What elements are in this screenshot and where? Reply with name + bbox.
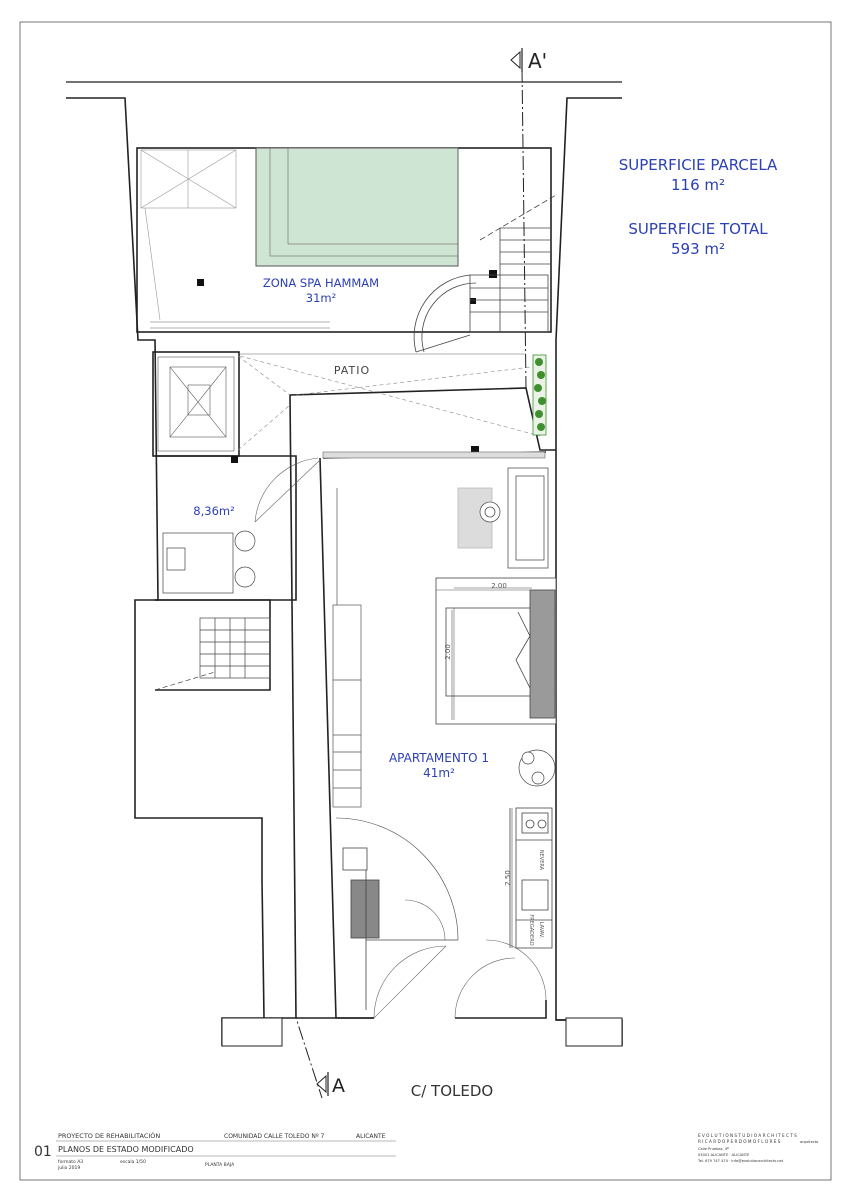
- title-block: 01 PROYECTO DE REHABILITACIÓN COMUNIDAD …: [34, 1131, 396, 1171]
- drawing-title: PLANOS DE ESTADO MODIFICADO: [58, 1145, 194, 1154]
- studio-name: E V O L U T I O N S T U D I O A R C H I …: [698, 1133, 797, 1138]
- dim-bed-length: 2.00: [444, 644, 452, 660]
- city-name: ALICANTE: [356, 1133, 386, 1140]
- pool: [255, 147, 459, 267]
- sheet-number: 01: [34, 1144, 52, 1160]
- kitchen-fridge-label: NEVERA: [538, 850, 544, 871]
- architect-role: arquitecto: [800, 1140, 818, 1144]
- project-name: PROYECTO DE REHABILITACIÓN: [58, 1131, 160, 1140]
- drawing-date: julio 2019: [57, 1165, 80, 1171]
- room-spa-name: ZONA SPA HAMMAM: [263, 276, 379, 290]
- room-apt-name: APARTAMENTO 1: [389, 751, 489, 765]
- kitchen-dishwasher-label: LAVAV.: [538, 922, 544, 939]
- patio-label: PATIO: [334, 364, 370, 377]
- sheet-frame: [19, 21, 832, 1181]
- kitchen-sink-label: FREGADERO: [528, 914, 534, 945]
- room-spa-area: 31m²: [306, 291, 336, 305]
- bathroom: [335, 817, 459, 1010]
- area-total-value: 593 m²: [671, 240, 725, 258]
- studio-city: 03001 ALICANTE · ALICANTE: [698, 1153, 750, 1157]
- studio-contact: Tel. 679 747 474 · info@evolutionarchite…: [697, 1159, 784, 1163]
- studio-credits: E V O L U T I O N S T U D I O A R C H I …: [697, 1133, 818, 1163]
- stair-spa: [413, 194, 557, 353]
- bed: [435, 577, 557, 725]
- street-label: C/ TOLEDO: [411, 1082, 493, 1100]
- office-desk: [162, 530, 256, 594]
- paper-format: formato A3: [58, 1159, 83, 1165]
- drawing-scale: escala 1/50: [120, 1159, 146, 1165]
- section-label-top: A': [528, 49, 547, 73]
- kitchen: [509, 807, 553, 949]
- studio-address: Calle Pruebas, 4ª: [698, 1147, 729, 1151]
- drawing-level: PLANTA BAJA: [205, 1162, 235, 1168]
- section-marker-top: [510, 48, 523, 72]
- area-parcela-label: SUPERFICIE PARCELA: [619, 156, 778, 174]
- room-apt-area: 41m²: [423, 766, 455, 780]
- round-table: [518, 749, 556, 787]
- section-line: [289, 67, 527, 1099]
- area-total-label: SUPERFICIE TOTAL: [628, 220, 768, 238]
- section-label-bottom: A: [332, 1075, 345, 1097]
- dim-kitchen-length: 2.50: [504, 870, 512, 886]
- area-parcela-value: 116 m²: [671, 176, 725, 194]
- planter: [532, 354, 547, 436]
- architect-name: R I C A R D O P E R D O M O F L O R E S: [698, 1139, 781, 1144]
- section-marker-bottom: [316, 1072, 329, 1096]
- dim-bed-width: 2.00: [491, 582, 507, 590]
- client-name: COMUNIDAD CALLE TOLEDO Nº 7: [224, 1133, 325, 1140]
- room-office-area: 8,36m²: [193, 504, 234, 518]
- sofa: [457, 467, 549, 569]
